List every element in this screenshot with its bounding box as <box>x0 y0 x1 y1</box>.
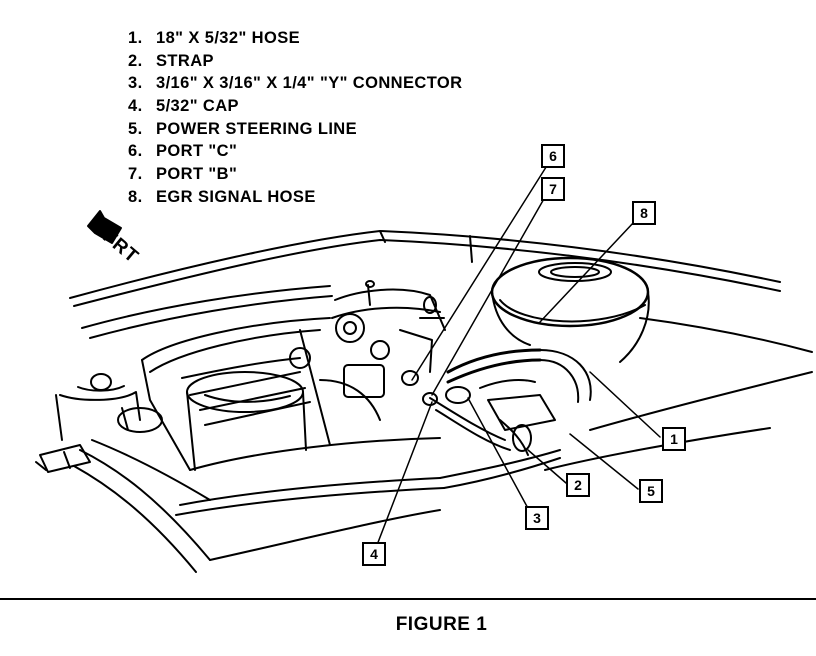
figure-caption: FIGURE 1 <box>395 614 488 635</box>
air-cleaner <box>490 256 650 363</box>
legend-item: 5. POWER STEERING LINE <box>128 118 462 141</box>
legend-label: 3/16" X 3/16" X 1/4" "Y" CONNECTOR <box>156 74 463 93</box>
legend-label: STRAP <box>156 51 214 70</box>
front-direction-arrow-icon <box>87 210 122 244</box>
legend-number: 3. <box>128 74 143 93</box>
callout-8: 8 <box>632 201 656 225</box>
legend-label: 18" X 5/32" HOSE <box>156 29 301 47</box>
legend-item: 1. 18" X 5/32" HOSE <box>128 27 462 50</box>
legend-item: 6. PORT "C" <box>128 140 462 163</box>
legend-number: 7. <box>128 165 143 184</box>
legend-label: 5/32" CAP <box>156 97 239 116</box>
legend-label: EGR SIGNAL HOSE <box>156 187 316 206</box>
legend-number: 4. <box>128 97 143 116</box>
vacuum-hoses <box>401 348 592 456</box>
legend-number: 5. <box>128 119 143 138</box>
caption-divider <box>0 598 816 600</box>
right-fender <box>544 317 813 471</box>
callout-7: 7 <box>541 177 565 201</box>
engine-compartment-drawing <box>35 163 813 573</box>
legend-number: 8. <box>128 187 143 206</box>
callout-2: 2 <box>566 473 590 497</box>
hood-outline <box>69 230 781 339</box>
lower-lines <box>175 449 561 561</box>
distributor <box>186 371 307 471</box>
carburetor <box>289 280 446 421</box>
callout-1: 1 <box>662 427 686 451</box>
callout-5: 5 <box>639 479 663 503</box>
legend-number: 1. <box>128 29 143 47</box>
legend-number: 6. <box>128 142 143 161</box>
legend-item: 3. 3/16" X 3/16" X 1/4" "Y" CONNECTOR <box>128 72 462 95</box>
legend-item: 4. 5/32" CAP <box>128 95 462 118</box>
legend-number: 2. <box>128 51 143 70</box>
left-components <box>35 373 211 573</box>
legend-label: PORT "B" <box>156 165 238 184</box>
legend-label: POWER STEERING LINE <box>156 119 358 138</box>
callout-4: 4 <box>362 542 386 566</box>
callout-3: 3 <box>525 506 549 530</box>
legend-item: 8. EGR SIGNAL HOSE <box>128 186 462 209</box>
legend-label: PORT "C" <box>156 142 238 161</box>
parts-legend: 1. 18" X 5/32" HOSE 2. STRAP 3. 3/16" X 3/1… <box>128 27 462 209</box>
leader-lines <box>376 163 661 546</box>
legend-item: 2. STRAP <box>128 50 462 73</box>
legend-item: 7. PORT "B" <box>128 163 462 186</box>
callout-6: 6 <box>541 144 565 168</box>
